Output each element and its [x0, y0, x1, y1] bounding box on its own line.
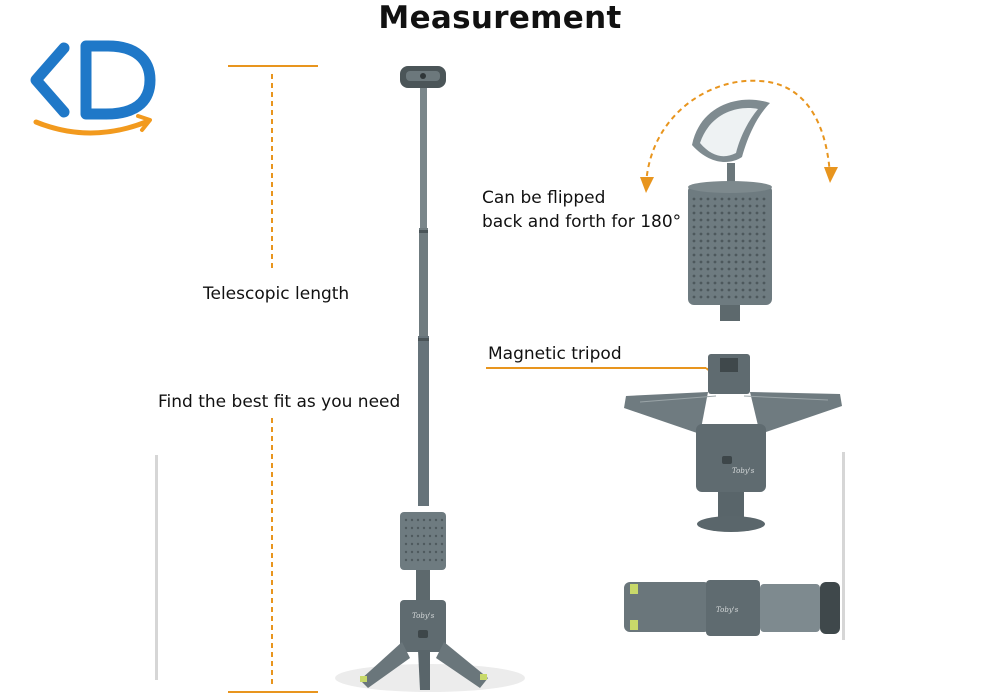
measure-line	[228, 65, 318, 693]
label-flip-line1: Can be flipped	[482, 188, 606, 208]
label-magnetic-tripod: Magnetic tripod	[488, 344, 622, 364]
label-telescopic-length: Telescopic length	[203, 284, 350, 304]
brand-logo	[30, 40, 156, 136]
telescopic-lamp-illustration	[335, 66, 525, 692]
svg-text:Toby's: Toby's	[732, 467, 755, 475]
guide-bar-right	[842, 452, 845, 640]
label-best-fit: Find the best fit as you need	[158, 392, 401, 412]
page-title: Measurement	[378, 0, 622, 36]
flip-head-illustration	[640, 79, 838, 321]
label-flip-line2: back and forth for 180°	[482, 212, 682, 232]
svg-text:Toby's: Toby's	[716, 606, 739, 614]
lamp-brand-mark: Toby's	[412, 612, 435, 620]
folded-lamp-illustration: Toby's	[624, 580, 840, 636]
guide-bar-left	[155, 455, 158, 680]
tripod-illustration: Toby's	[624, 354, 842, 532]
